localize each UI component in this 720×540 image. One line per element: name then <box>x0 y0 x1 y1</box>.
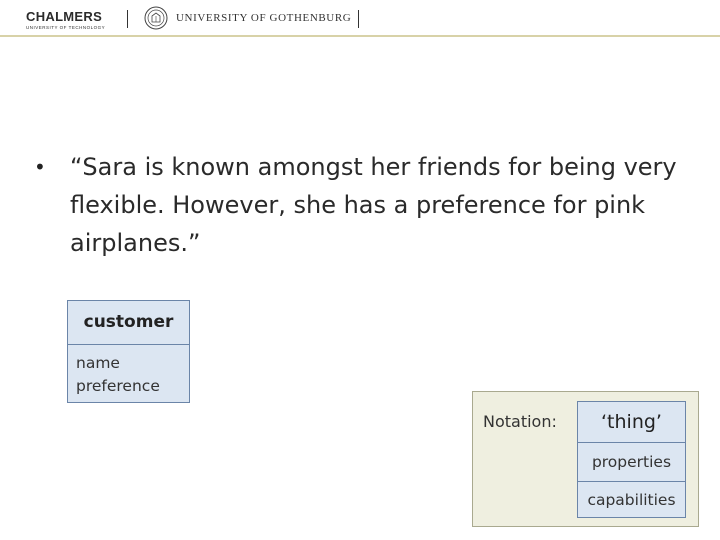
notation-capabilities: capabilities <box>587 491 676 509</box>
notation-panel: Notation: ‘thing’ properties capabilitie… <box>472 391 699 527</box>
bullet-dot: • <box>34 155 46 179</box>
notation-label: Notation: <box>483 412 557 431</box>
attribute-name: name <box>76 354 120 372</box>
header-divider-right <box>358 10 359 28</box>
chalmers-name: CHALMERS <box>26 9 103 24</box>
attribute-preference: preference <box>76 377 160 395</box>
chalmers-logo: CHALMERS UNIVERSITY OF TECHNOLOGY <box>26 10 105 30</box>
notation-thing: ‘thing’ <box>578 402 685 443</box>
customer-class-box: customer name preference <box>67 300 190 403</box>
notation-box: ‘thing’ properties capabilities <box>577 401 686 518</box>
notation-properties: properties <box>578 443 685 482</box>
customer-attributes: name preference <box>68 345 189 398</box>
gu-name: UNIVERSITY OF GOTHENBURG <box>176 12 352 24</box>
gu-seal-icon <box>144 6 168 30</box>
header-divider-left <box>127 10 128 28</box>
slide-header: CHALMERS UNIVERSITY OF TECHNOLOGY UNIVER… <box>0 0 720 37</box>
header-rule <box>0 35 720 37</box>
chalmers-subtitle: UNIVERSITY OF TECHNOLOGY <box>26 25 106 30</box>
customer-title: customer <box>68 301 189 345</box>
bullet-quote: “Sara is known amongst her friends for b… <box>70 153 677 257</box>
